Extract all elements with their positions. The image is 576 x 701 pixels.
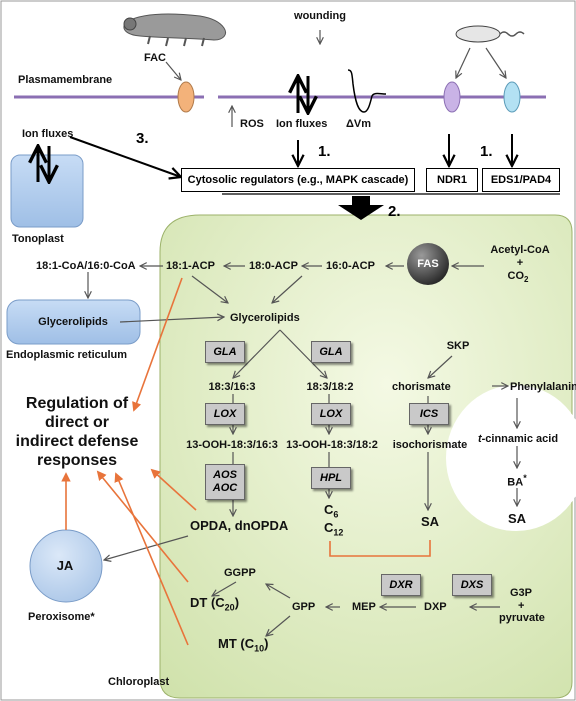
acetyl-coa: Acetyl-CoA (490, 244, 550, 256)
chloroplast-label: Chloroplast (108, 676, 170, 688)
peroxisome-label: Peroxisome* (28, 611, 95, 623)
pathogen-icon (455, 25, 525, 43)
tonoplast-compartment (10, 154, 84, 228)
acp-16-0: 16:0-ACP (326, 260, 375, 272)
fac-label: FAC (144, 52, 166, 64)
chorismate-label: chorismate (392, 381, 451, 393)
step-3-label: 3. (136, 130, 149, 147)
fa-18-3-18-2: 18:3/18:2 (306, 381, 354, 393)
plus-co2: + (516, 257, 524, 269)
cinnamic-acid-label: t-cinnamic acid (477, 433, 559, 445)
glycerolipids-chloroplast: Glycerolipids (230, 312, 300, 324)
fas-sphere (407, 243, 449, 285)
ion-fluxes-label: Ion fluxes (276, 118, 328, 130)
sa-label-2: SA (507, 511, 527, 526)
regulation-line-4: responses (36, 452, 118, 469)
lox-enzyme-1: LOX (205, 403, 245, 425)
mep-label: MEP (352, 601, 376, 613)
membrane-gap (204, 90, 218, 104)
caterpillar-icon (123, 13, 227, 47)
c6-label: C6 (324, 502, 339, 520)
ggpp-label: GGPP (224, 567, 256, 579)
receptor-blue (503, 81, 521, 113)
eds1-pad4-box: EDS1/PAD4 (482, 168, 560, 192)
gla-enzyme-1: GLA (205, 341, 245, 363)
lox-enzyme-2: LOX (311, 403, 351, 425)
dxs-enzyme: DXS (452, 574, 492, 596)
cytosol-region (446, 385, 576, 531)
plus-pyruvate: + (518, 600, 525, 612)
step-2-label: 2. (388, 203, 401, 220)
regulation-line-2: direct or (44, 414, 110, 431)
ba-label: BA* (507, 473, 527, 489)
cytosolic-regulators-box: Cytosolic regulators (e.g., MAPK cascade… (181, 168, 415, 192)
fas-label: FAS (417, 258, 439, 270)
ros-label: ROS (240, 118, 264, 130)
step-1-label-b: 1. (480, 143, 493, 160)
skp-label: SKP (446, 340, 470, 352)
er-label: Endoplasmic reticulum (6, 349, 128, 361)
regulation-line-3: indirect defense (15, 433, 139, 450)
delta-vm-label: ΔVm (346, 118, 372, 130)
g3p-label: G3P (510, 587, 533, 599)
ja-label: JA (56, 558, 74, 573)
delta-vm-wave (347, 69, 387, 113)
pyruvate-label: pyruvate (499, 612, 545, 624)
isochorismate-label: isochorismate (392, 439, 468, 451)
phenylalanine-label: Phenylalanine (510, 381, 576, 393)
opda-label: OPDA, dnOPDA (190, 518, 289, 533)
fa-18-3-16-3: 18:3/16:3 (208, 381, 256, 393)
acp-18-0: 18:0-ACP (249, 260, 298, 272)
hpl-enzyme: HPL (311, 467, 351, 489)
c12-label: C12 (324, 520, 344, 538)
gla-enzyme-2: GLA (311, 341, 351, 363)
dt-label: DT (C20) (190, 595, 240, 613)
mt-label: MT (C10) (218, 636, 269, 654)
co2-label: CO2 (507, 270, 529, 285)
tonoplast-label: Tonoplast (12, 233, 64, 245)
wounding-label: wounding (294, 10, 346, 22)
fa-coa-export: 18:1-CoA/16:0-CoA (36, 260, 136, 272)
ndr1-box: NDR1 (426, 168, 478, 192)
dxp-label: DXP (424, 601, 447, 613)
receptor-purple (443, 81, 461, 113)
ooh-18-3-16-3: 13-OOH-18:3/16:3 (186, 439, 278, 451)
gpp-label: GPP (292, 601, 316, 613)
regulation-line-1: Regulation of (25, 395, 129, 412)
sa-label-1: SA (420, 514, 440, 529)
step-1-label-a: 1. (318, 143, 331, 160)
ics-enzyme: ICS (409, 403, 449, 425)
fac-receptor (177, 81, 195, 113)
er-compartment (6, 299, 141, 345)
er-glycerolipids: Glycerolipids (38, 316, 108, 328)
ion-fluxes-tonoplast-label: Ion fluxes (22, 128, 74, 140)
step2-arrow (338, 196, 384, 220)
dxr-enzyme: DXR (381, 574, 421, 596)
acp-18-1: 18:1-ACP (166, 260, 215, 272)
plasma-membrane-label: Plasmamembrane (18, 74, 113, 86)
ooh-18-3-18-2: 13-OOH-18:3/18:2 (286, 439, 378, 451)
